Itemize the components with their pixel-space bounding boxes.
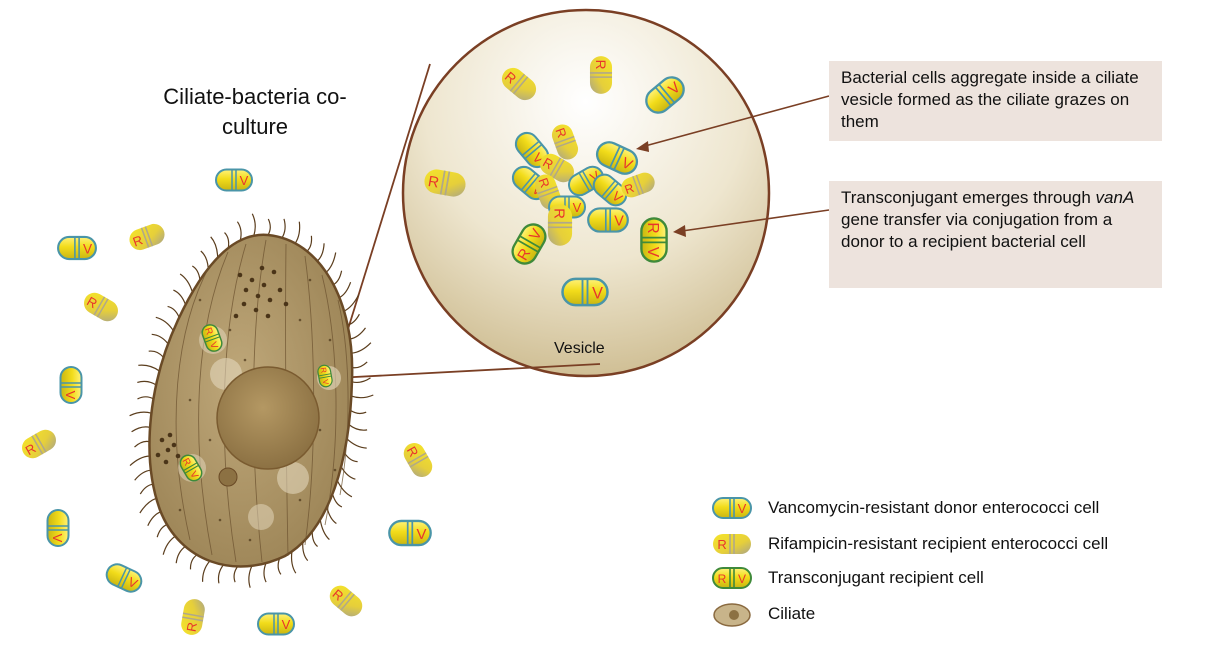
diagram-title: Ciliate-bacteria co-culture	[163, 84, 347, 139]
recipient-cell: R	[404, 443, 433, 477]
vesicle-label: Vesicle	[554, 340, 605, 357]
svg-text:V: V	[738, 572, 746, 586]
svg-text:V: V	[417, 526, 427, 543]
svg-text:R: R	[319, 367, 329, 374]
recipient-cell: R	[181, 599, 205, 635]
donor-cell: V	[561, 277, 609, 307]
donor-cell: V	[587, 207, 629, 233]
svg-text:R: R	[718, 572, 727, 586]
svg-text:V: V	[63, 391, 78, 400]
transconjugant-cell: VR	[201, 324, 223, 352]
recipient-cell: R	[502, 67, 537, 101]
transconjugant-cell: VR	[511, 223, 547, 265]
legend-item-ciliate: Ciliate	[710, 602, 1190, 627]
zoom-line-bottom	[335, 363, 601, 379]
legend-item-donor: V Vancomycin-resistant donor enterococci…	[710, 496, 1190, 520]
recipient-cell: R	[589, 56, 613, 94]
recipient-cell: R	[551, 124, 579, 160]
recipient-cell: R	[84, 292, 118, 322]
svg-text:R: R	[717, 537, 726, 552]
callout-arrowhead-transfer	[673, 225, 686, 237]
transconjugant-cell-icon: R V	[712, 567, 752, 589]
svg-text:R: R	[202, 326, 215, 336]
recipient-cell: R	[547, 204, 573, 246]
svg-text:V: V	[592, 284, 603, 302]
donor-cell-icon: V	[712, 497, 752, 519]
ciliate-macronucleus	[216, 366, 320, 470]
donor-cell: V	[105, 563, 143, 593]
recipient-cell: R	[129, 223, 165, 251]
svg-text:V: V	[738, 501, 747, 516]
legend-label-donor: Vancomycin-resistant donor enterococci c…	[768, 498, 1100, 517]
svg-text:V: V	[614, 214, 624, 230]
svg-text:V: V	[240, 173, 249, 188]
donor-cell: V	[59, 366, 83, 404]
callout-arrow-aggregate	[644, 95, 830, 147]
recipient-cell-icon: R	[713, 534, 751, 554]
svg-text:V: V	[50, 534, 65, 543]
svg-text:V: V	[187, 470, 200, 482]
svg-text:R: R	[184, 621, 200, 633]
bacteria-layer: VRVRVRVVRVRVRVRVRVRRRVRVRVVRVRVRVVRVRVRV	[22, 56, 685, 636]
zoom-line-top	[335, 63, 431, 369]
recipient-cell: R	[424, 169, 466, 197]
recipient-cell: R	[330, 585, 363, 617]
callout-arrowhead-aggregate	[636, 141, 649, 152]
callout-transfer-text-end: gene transfer via conjugation from a don…	[841, 210, 1113, 251]
ciliate-micronucleus	[218, 467, 238, 487]
transconjugant-cell: VR	[317, 364, 333, 388]
food-vacuole	[248, 504, 274, 530]
transconjugant-cell: VR	[179, 454, 203, 482]
svg-text:V: V	[321, 379, 331, 386]
transconjugant-cell: VR	[640, 217, 668, 263]
svg-text:R: R	[593, 60, 608, 70]
callout-transfer-text-start: Transconjugant emerges through	[841, 188, 1096, 207]
svg-text:V: V	[644, 247, 661, 258]
donor-cell: V	[388, 519, 432, 547]
legend-item-recipient: R Rifampicin-resistant recipient enteroc…	[710, 532, 1190, 556]
callout-aggregation: Bacterial cells aggregate inside a cilia…	[829, 61, 1162, 141]
svg-text:R: R	[644, 222, 661, 233]
callout-arrow-transfer	[681, 209, 830, 232]
recipient-cell: R	[621, 172, 655, 198]
callout-gene-transfer: Transconjugant emerges through vanA gene…	[829, 181, 1162, 288]
legend-item-transconjugant: R V Transconjugant recipient cell	[710, 566, 1190, 590]
svg-text:V: V	[282, 617, 291, 632]
donor-cell: V	[595, 141, 639, 175]
legend-label-ciliate: Ciliate	[768, 604, 816, 623]
donor-cell: V	[645, 76, 685, 114]
svg-text:V: V	[573, 200, 582, 215]
svg-text:R: R	[180, 456, 193, 468]
donor-cell: V	[257, 612, 295, 636]
recipient-cell: R	[22, 429, 56, 458]
ciliate-icon	[713, 603, 751, 627]
donor-cell: V	[215, 168, 253, 192]
svg-text:R: R	[550, 208, 567, 219]
donor-cell: V	[592, 173, 628, 207]
gene-name: vanA	[1095, 188, 1135, 207]
svg-text:V: V	[83, 241, 93, 256]
food-vacuole	[277, 462, 309, 494]
legend-label-transconjugant: Transconjugant recipient cell	[768, 568, 984, 587]
svg-text:R: R	[427, 173, 441, 192]
donor-cell: V	[57, 235, 97, 261]
ciliate-granules	[155, 265, 337, 542]
donor-cell: V	[46, 509, 70, 547]
svg-text:V: V	[207, 341, 220, 351]
legend-label-recipient: Rifampicin-resistant recipient enterococ…	[768, 534, 1109, 553]
callout-aggregation-text: Bacterial cells aggregate inside a cilia…	[841, 68, 1139, 131]
